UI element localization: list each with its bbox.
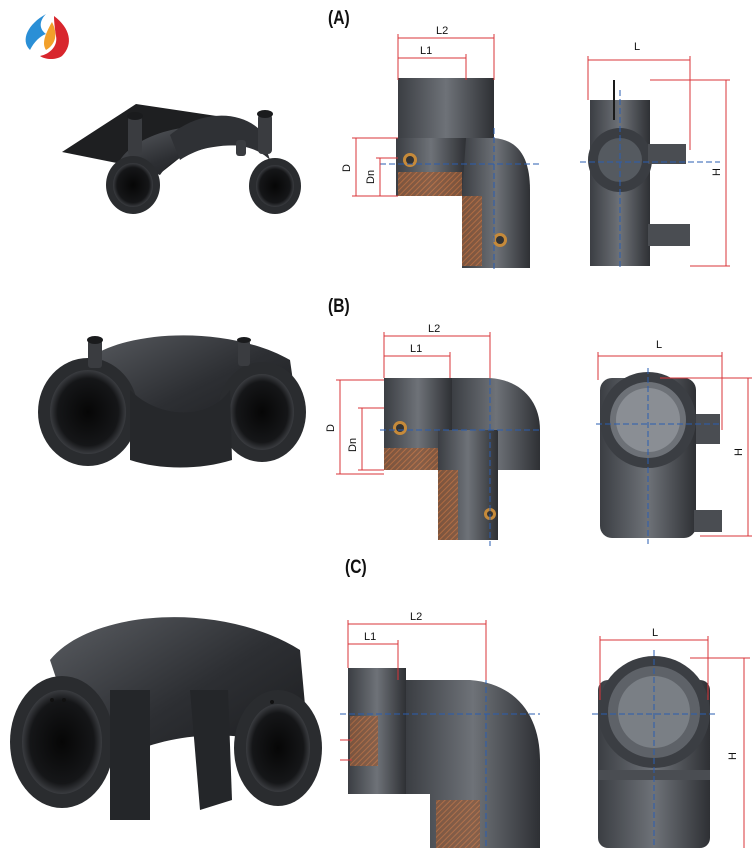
section-label-c: (C) [345, 557, 367, 578]
section-label-b: (B) [328, 296, 350, 317]
section-label-a: (A) [328, 8, 350, 29]
